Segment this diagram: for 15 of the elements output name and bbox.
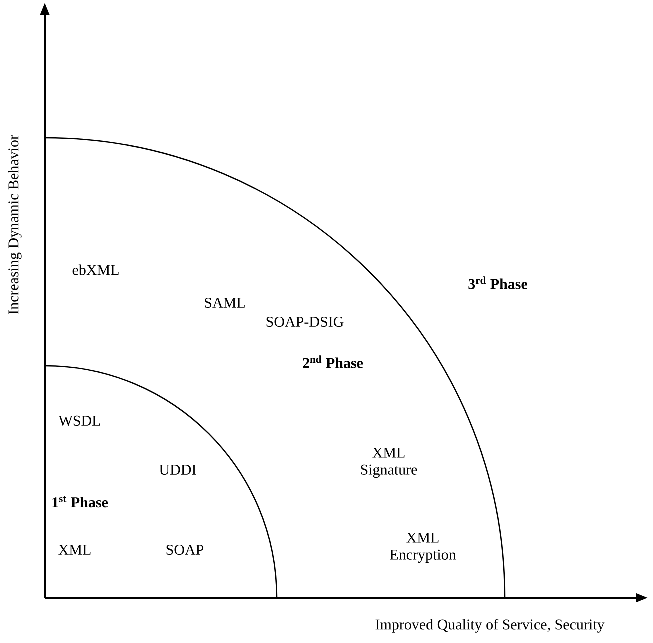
- phase-label: 3$^{rd}$ Phase: [468, 276, 528, 290]
- axis-label: Increasing Dynamic Behavior: [8, 135, 22, 314]
- phase-label: 1$^{st}$ Phase: [52, 496, 108, 508]
- technology-label: XML Encryption: [390, 532, 456, 564]
- technology-label: XML: [58, 545, 91, 555]
- technology-label: XML Signature: [361, 448, 418, 478]
- axis-label: Improved Quality of Service, Security: [376, 619, 605, 633]
- technology-label: SAML: [205, 298, 245, 308]
- technology-label: ebXML: [72, 264, 119, 276]
- technology-label: UDDI: [160, 465, 196, 475]
- phase-label: 2$^{nd}$ Phase: [303, 356, 364, 368]
- quarter-circle-region: [44, 365, 278, 598]
- technology-label: WSDL: [58, 416, 100, 426]
- technology-label: SOAP-DSIG: [266, 316, 344, 328]
- technology-label: SOAP: [166, 544, 204, 556]
